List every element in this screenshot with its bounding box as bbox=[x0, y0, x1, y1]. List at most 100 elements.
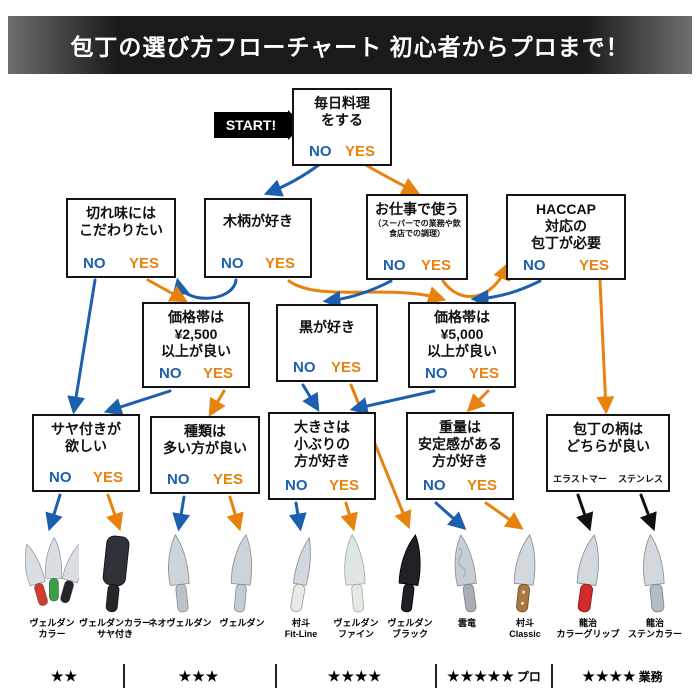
yes-label: YES bbox=[330, 359, 361, 376]
start-flag: START! bbox=[214, 112, 288, 138]
node-line: をする bbox=[321, 112, 363, 129]
knife-illustration bbox=[398, 534, 421, 613]
node-text: 価格帯は ¥5,000 以上が良い bbox=[414, 309, 510, 360]
knife-verdun-black: ヴェルダン ブラック bbox=[382, 532, 438, 641]
knife-murato-classic: 村斗 Classic bbox=[496, 532, 554, 641]
arrow-haccap-no bbox=[470, 279, 542, 308]
arrow-haccap-yes bbox=[596, 279, 615, 415]
yes-label: YES bbox=[420, 257, 451, 274]
arrow-size-no bbox=[288, 501, 307, 532]
title-banner: 包丁の選び方フローチャート 初心者からプロまで！ bbox=[8, 16, 692, 74]
arrow-weight-yes bbox=[484, 501, 524, 530]
node-line: 以上が良い bbox=[161, 343, 231, 360]
yes-label: YES bbox=[264, 255, 295, 272]
knife-label: ヴェルダン ブラック bbox=[387, 618, 432, 641]
knife-label: ヴェルダン bbox=[219, 618, 264, 629]
node-line: 種類は bbox=[184, 423, 226, 439]
node-line: こだわりたい bbox=[79, 222, 163, 239]
arrow-daily-yes bbox=[362, 162, 421, 195]
rating-suffix: プロ bbox=[516, 669, 541, 684]
no-label: NO bbox=[425, 365, 448, 382]
arrow-work-no bbox=[322, 279, 393, 309]
knife-label-line: ヴェルダンカラー bbox=[79, 618, 152, 628]
node-line: 方が好き bbox=[294, 453, 350, 470]
node-text: サヤ付きが 欲しい bbox=[38, 421, 134, 455]
knife-verdun-color-sheath: ヴェルダンカラー サヤ付き bbox=[79, 532, 151, 641]
knife-label-line: 雲竜 bbox=[457, 618, 476, 628]
node-text: 大きさは 小ぶりの 方が好き bbox=[274, 419, 370, 470]
arrow-variety-no bbox=[172, 495, 191, 532]
node-line: ¥2,500 bbox=[174, 326, 218, 343]
no-label: NO bbox=[49, 469, 72, 486]
node-line: 安定感がある bbox=[418, 436, 502, 453]
knife-label: 龍治 カラーグリップ bbox=[556, 618, 619, 641]
no-label: NO bbox=[423, 477, 446, 494]
arrow-black-no bbox=[301, 383, 320, 412]
node-line: 包丁の柄は bbox=[573, 421, 643, 437]
knife-label-line: Fit-Line bbox=[284, 629, 318, 640]
knife-unryu: 雲竜 bbox=[438, 532, 496, 629]
knife-label-line: 龍治 bbox=[578, 618, 597, 628]
arrow-sharp-yes bbox=[146, 278, 188, 303]
yes-label: YES bbox=[202, 365, 233, 382]
arrow-daily-no bbox=[263, 162, 322, 197]
knife-label-line: ヴェルダン bbox=[333, 618, 379, 628]
knife-label-line: ヴェルダン bbox=[219, 618, 265, 628]
knife-illustration bbox=[102, 535, 130, 613]
node-line: 対応の bbox=[545, 218, 587, 235]
node-text: 毎日料理 をする bbox=[298, 95, 386, 129]
rating-segment: ★★★★ bbox=[275, 664, 435, 688]
rating-segment: ★★ bbox=[8, 664, 123, 688]
knife-illustration bbox=[513, 533, 536, 613]
node-line: 欲しい bbox=[65, 438, 107, 455]
handle-option-stainless: ステンレス bbox=[617, 474, 663, 484]
node-text: HACCAP 対応の 包丁が必要 bbox=[512, 201, 620, 252]
node-line: 多い方が良い bbox=[163, 440, 247, 457]
no-label: NO bbox=[285, 477, 308, 494]
no-label: NO bbox=[83, 255, 106, 272]
knife-verdun-fine: ヴェルダン ファイン bbox=[328, 532, 384, 641]
node-line: 毎日料理 bbox=[314, 95, 370, 111]
knife-illustration bbox=[25, 536, 79, 606]
arrow-price5000-yes bbox=[466, 389, 490, 413]
node-line: ¥5,000 bbox=[440, 326, 484, 343]
rating-segment: ★★★ bbox=[123, 664, 275, 688]
node-line: 大きさは bbox=[294, 419, 350, 435]
no-label: NO bbox=[221, 255, 244, 272]
no-label: NO bbox=[293, 359, 316, 376]
knife-label: ヴェルダン カラー bbox=[29, 618, 74, 641]
arrow-weight-no bbox=[434, 501, 467, 530]
knife-label: 村斗 Classic bbox=[509, 618, 541, 641]
knife-label: ヴェルダンカラー サヤ付き bbox=[79, 618, 151, 641]
node-text: お仕事で使う （スーパーでの業務や飲食店での調理） bbox=[372, 201, 462, 239]
node-text: 種類は 多い方が良い bbox=[156, 423, 254, 457]
node-line: どちらが良い bbox=[566, 438, 650, 455]
rating-stars: ★★ bbox=[50, 667, 79, 684]
rating-segment: ★★★★業務 bbox=[551, 664, 692, 688]
knife-illustration bbox=[643, 533, 665, 613]
node-text: 包丁の柄は どちらが良い bbox=[552, 421, 664, 455]
knife-illustration bbox=[344, 533, 366, 613]
yes-label: YES bbox=[578, 257, 609, 274]
handle-option-elastomer: エラストマー bbox=[553, 474, 607, 484]
arrow-handle-stainless bbox=[639, 493, 657, 532]
knife-label: ヴェルダン ファイン bbox=[333, 618, 378, 641]
yes-label: YES bbox=[212, 471, 243, 488]
yes-label: YES bbox=[344, 143, 375, 160]
rating-suffix: 業務 bbox=[638, 669, 663, 684]
arrow-sharp-no bbox=[67, 278, 97, 415]
knife-label-line: 村斗 bbox=[515, 618, 534, 628]
knife-label-line: サヤ付き bbox=[97, 629, 134, 640]
arrow-price2500-no bbox=[103, 389, 172, 416]
knife-label: 龍治 ステンカラー bbox=[628, 618, 682, 641]
